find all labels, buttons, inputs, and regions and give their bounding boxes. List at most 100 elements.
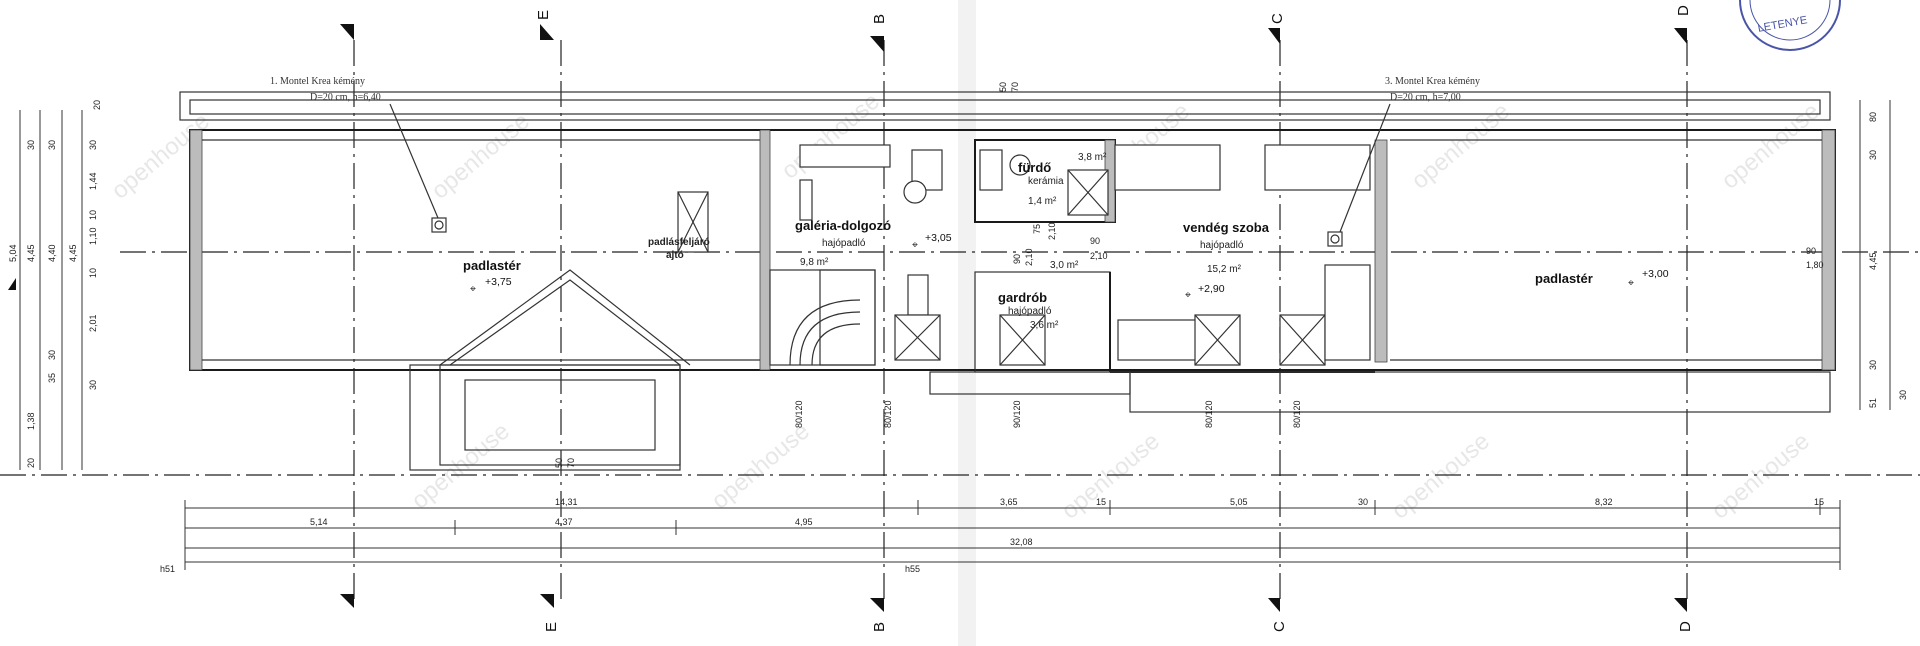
vendeg-floor: hajópadló	[1200, 240, 1244, 251]
svg-text:80/120: 80/120	[794, 400, 804, 428]
svg-text:51: 51	[1868, 398, 1878, 408]
svg-text:70: 70	[1010, 82, 1020, 92]
svg-text:14,31: 14,31	[555, 497, 578, 507]
svg-text:20: 20	[26, 458, 36, 468]
watermark: openhouse	[427, 108, 535, 205]
svg-text:5,05: 5,05	[1230, 497, 1248, 507]
svg-text:80/120: 80/120	[1204, 400, 1214, 428]
svg-text:90: 90	[1806, 246, 1816, 256]
bottom-dimension-lines: 14,31 3,65 15 5,05 30 8,32 15 5,14 4,37 …	[160, 497, 1841, 574]
svg-text:B: B	[871, 14, 888, 24]
right-dimension-chain: 80 30 4,45 30 51 30	[1859, 100, 1908, 410]
svg-text:4,40: 4,40	[47, 244, 57, 262]
level-vendeg-icon: ⌖	[1185, 289, 1191, 301]
level-padlaster-left: ⌖	[470, 283, 476, 295]
level-padlaster-right: +3,00	[1642, 268, 1669, 280]
paper-fold	[958, 0, 976, 646]
svg-text:8,32: 8,32	[1595, 497, 1613, 507]
furdo-floor: kerámia	[1028, 176, 1064, 187]
room-galeria: galéria-dolgozó	[795, 218, 891, 233]
svg-text:30: 30	[1898, 390, 1908, 400]
svg-text:80/120: 80/120	[883, 400, 893, 428]
building-walls	[189, 129, 1836, 413]
watermark: openhouse	[707, 418, 815, 515]
svg-text:75: 75	[1032, 224, 1042, 234]
galeria-floor: hajópadló	[822, 238, 866, 249]
gardrob-area: 3,6 m²	[1030, 320, 1059, 331]
furdo-area: 1,4 m²	[1028, 196, 1057, 207]
svg-text:15: 15	[1096, 497, 1106, 507]
watermark: openhouse	[1057, 428, 1165, 525]
chimney-note-left-line2: D=20 cm, h=6,40	[310, 92, 381, 103]
room-vendeg: vendég szoba	[1183, 220, 1270, 235]
svg-text:h51: h51	[160, 564, 175, 574]
svg-text:4,45: 4,45	[26, 244, 36, 262]
svg-text:50: 50	[554, 458, 564, 468]
svg-text:1,44: 1,44	[88, 172, 98, 190]
svg-text:35: 35	[47, 373, 57, 383]
svg-text:4,45: 4,45	[68, 244, 78, 262]
svg-text:32,08: 32,08	[1010, 537, 1033, 547]
chimney-note-right-line2: D=20 cm, h=7,00	[1390, 92, 1461, 103]
svg-text:C: C	[1269, 13, 1286, 24]
room-padlaster-left: padlastér	[463, 258, 521, 273]
svg-text:D: D	[1675, 5, 1692, 16]
stamp: LETENYE	[1739, 0, 1841, 51]
svg-text:90: 90	[1090, 236, 1100, 246]
svg-text:2,10: 2,10	[1024, 248, 1034, 266]
chimney-note-left-line1: 1. Montel Krea kémény	[270, 76, 365, 87]
door-dimensions: 80/120 80/120 90/120 80/120 80/120	[794, 400, 1302, 428]
staircase	[769, 269, 876, 366]
svg-text:E: E	[535, 10, 552, 20]
svg-text:80: 80	[1868, 112, 1878, 122]
chimney-notes: 1. Montel Krea kémény D=20 cm, h=6,40 3.…	[270, 76, 1480, 233]
svg-text:15: 15	[1814, 497, 1824, 507]
svg-text:30: 30	[1868, 360, 1878, 370]
level-galeria: +3,05	[925, 232, 952, 244]
svg-text:1,38: 1,38	[26, 412, 36, 430]
svg-text:90/120: 90/120	[1012, 400, 1022, 428]
watermark: openhouse	[1387, 428, 1495, 525]
svg-text:10: 10	[88, 210, 98, 220]
room-furdo: fürdő	[1018, 160, 1051, 175]
vendeg-area: 15,2 m²	[1207, 264, 1242, 275]
svg-text:B: B	[871, 622, 888, 632]
svg-text:E: E	[543, 622, 560, 632]
svg-text:90: 90	[1012, 254, 1022, 264]
svg-text:2,10: 2,10	[1090, 251, 1108, 261]
galeria-area: 9,8 m²	[800, 257, 829, 268]
svg-text:30: 30	[26, 140, 36, 150]
gardrob-floor: hajópadló	[1008, 306, 1052, 317]
watermark: openhouse	[777, 88, 885, 185]
svg-text:30: 30	[88, 140, 98, 150]
watermark: openhouse	[1407, 98, 1515, 195]
watermark: openhouse	[1717, 98, 1825, 195]
svg-text:LETENYE: LETENYE	[1757, 14, 1808, 35]
svg-text:30: 30	[1868, 150, 1878, 160]
svg-text:4,95: 4,95	[795, 517, 813, 527]
svg-text:30: 30	[47, 350, 57, 360]
svg-text:4,45: 4,45	[1868, 252, 1878, 270]
level-value-padlaster-left: +3,75	[485, 276, 512, 288]
svg-text:2,10: 2,10	[1047, 222, 1057, 240]
svg-text:D: D	[1677, 621, 1694, 632]
level-vendeg: +2,90	[1198, 283, 1225, 295]
hall-area: 3,0 m²	[1050, 260, 1079, 271]
section-markers-top: E B C D	[340, 5, 1692, 52]
svg-text:80/120: 80/120	[1292, 400, 1302, 428]
furdo-area2: 3,8 m²	[1078, 152, 1107, 163]
svg-text:3,65: 3,65	[1000, 497, 1018, 507]
left-dimension-chain: 20 30 30 30 1,44 10 1,10 10 2,01 30 35 3…	[8, 100, 102, 470]
padlasfeljaro-sub: ajtó	[666, 250, 684, 261]
room-gardrob: gardrób	[998, 290, 1047, 305]
svg-text:1,80: 1,80	[1806, 260, 1824, 270]
svg-text:4,37: 4,37	[555, 517, 573, 527]
roof-outline	[179, 91, 1831, 121]
svg-text:h55: h55	[905, 564, 920, 574]
svg-text:20: 20	[92, 100, 102, 110]
svg-text:5,04: 5,04	[8, 244, 18, 262]
svg-text:30: 30	[1358, 497, 1368, 507]
svg-text:70: 70	[566, 458, 576, 468]
svg-text:5,14: 5,14	[310, 517, 328, 527]
